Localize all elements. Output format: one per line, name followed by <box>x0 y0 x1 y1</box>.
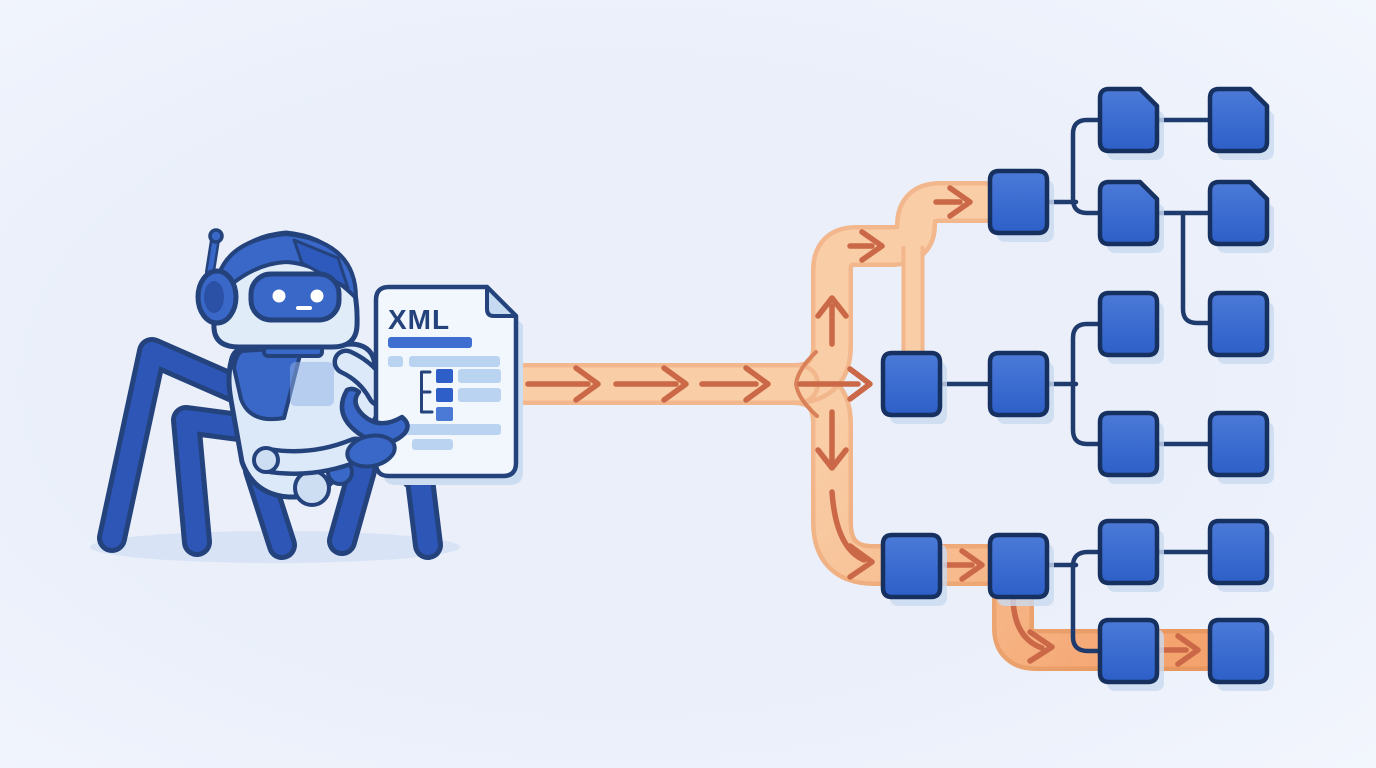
lower-hand <box>345 433 397 469</box>
square-node-icon <box>1207 410 1270 478</box>
flow-band-down-fill <box>775 367 1223 667</box>
doc-bar-tick <box>388 356 403 367</box>
tree-glyph <box>420 370 434 414</box>
tree-node-mid-grandchild-2 <box>1207 290 1274 364</box>
edge-bottom-bracket <box>1070 549 1103 654</box>
tree-node-mid-node-1 <box>880 350 947 424</box>
visor <box>248 271 342 323</box>
tree-node-top-grandchild-3 <box>1097 179 1164 253</box>
doc-bar <box>409 356 500 367</box>
square-node-icon <box>1207 518 1270 586</box>
square-node-icon <box>1097 617 1160 685</box>
leg-left-1 <box>102 342 260 548</box>
arrow-bottom-gap <box>943 548 985 582</box>
antenna-knob <box>208 228 224 244</box>
elbow-joint <box>252 446 280 474</box>
arrow-middle <box>797 366 873 402</box>
tree-node-mid-grandchild-4 <box>1207 410 1274 484</box>
tree-node-bottom-grandchild-4 <box>1207 617 1274 691</box>
edge-B-to-C2 <box>1180 210 1213 326</box>
tree-node-bottom-node-2 <box>987 532 1054 606</box>
arrow-main-1 <box>525 365 601 403</box>
tree-node-top-grandchild-2 <box>1207 86 1274 160</box>
tree-node-bottom-grandchild-2 <box>1207 518 1274 592</box>
ear-cup-inner <box>204 281 224 313</box>
doc-bar <box>412 439 453 450</box>
antenna <box>207 237 218 275</box>
tree-node-bottom-grandchild-1 <box>1097 518 1164 592</box>
xml-document: XML <box>339 284 523 485</box>
square-node-icon <box>1097 290 1160 358</box>
robot-head <box>195 228 360 350</box>
square-node-icon <box>880 532 943 600</box>
doc-node-square <box>436 407 453 421</box>
page-node-icon <box>1207 179 1270 247</box>
arrow-up-s <box>933 185 973 219</box>
arrow-down-vertical <box>815 409 849 471</box>
head-cap-patch <box>292 238 350 290</box>
robot-shoulder-plate <box>232 345 304 422</box>
square-node-icon <box>1207 290 1270 358</box>
tree-node-top-grandchild-4 <box>1207 179 1274 253</box>
eye-right <box>310 289 324 303</box>
eye-left <box>272 289 286 303</box>
page-node-icon <box>1207 86 1270 154</box>
tree-node-top-grandchild-1 <box>1097 86 1164 160</box>
square-node-icon <box>987 532 1050 600</box>
arrow-down-curve <box>829 489 875 580</box>
tree-node-bottom-node-1 <box>880 532 947 606</box>
chest-panel <box>290 362 334 406</box>
edge-mid-bracket <box>1070 321 1103 447</box>
square-node-icon <box>1207 617 1270 685</box>
page-node-icon <box>1097 179 1160 247</box>
edge-top-bracket <box>1070 117 1103 216</box>
square-node-icon <box>1097 410 1160 478</box>
document-lines <box>388 337 501 450</box>
doc-bar <box>388 424 501 435</box>
tree-node-mid-grandchild-1 <box>1097 290 1164 364</box>
flow-path <box>497 181 1227 671</box>
doc-heading-bar <box>388 337 472 348</box>
hip-joint <box>293 469 331 507</box>
square-node-icon <box>987 350 1050 418</box>
tree-node-bottom-grandchild-3 <box>1097 617 1164 691</box>
flow-arrows <box>525 185 1201 667</box>
arrow-up-vertical <box>815 295 849 347</box>
doc-node-square <box>436 369 453 383</box>
gripping-hand <box>339 386 410 445</box>
arrow-up-horizontal <box>847 229 885 263</box>
mouth <box>296 306 312 310</box>
doc-node-square <box>436 388 453 402</box>
tree-node-mid-node-2 <box>987 350 1054 424</box>
tree-nodes <box>880 86 1274 691</box>
tree-node-branch-top <box>987 168 1054 242</box>
document-fold-corner <box>485 285 518 318</box>
arrow-main-3 <box>699 365 771 403</box>
arrow-f-row <box>1157 633 1201 667</box>
square-node-icon <box>987 168 1050 236</box>
doc-bar <box>458 369 501 383</box>
xml-label: XML <box>388 304 450 335</box>
doc-bar <box>458 388 501 402</box>
page-node-icon <box>1097 86 1160 154</box>
arrow-main-2 <box>613 365 689 403</box>
square-node-icon <box>1097 518 1160 586</box>
tree-node-mid-grandchild-3 <box>1097 410 1164 484</box>
square-node-icon <box>880 350 943 418</box>
flow-split-cusp <box>793 350 819 418</box>
